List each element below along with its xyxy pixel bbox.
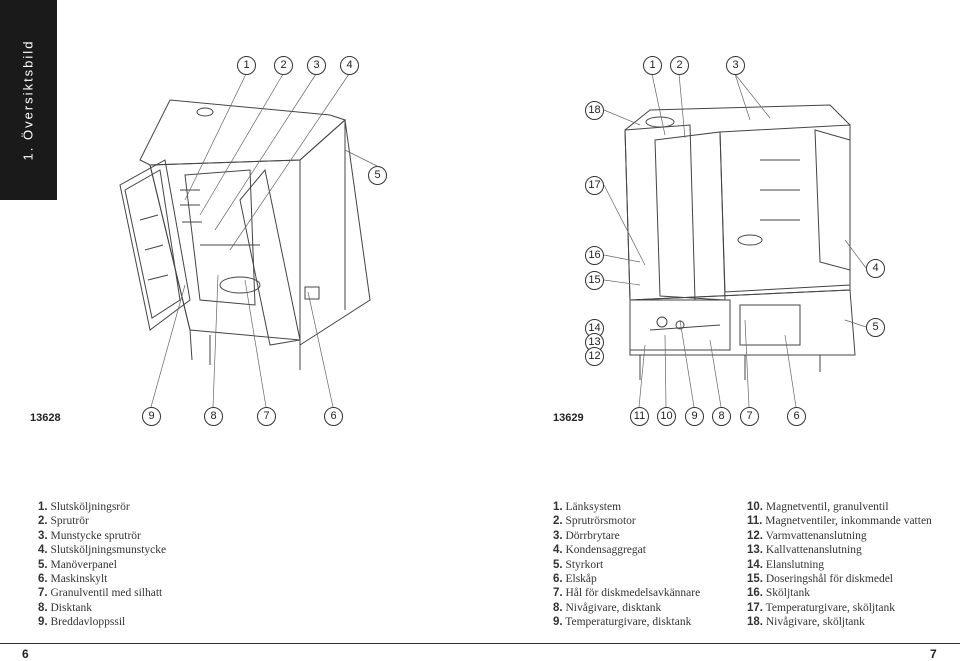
callout-right-8: 8: [712, 407, 731, 426]
callout-right-15: 15: [585, 271, 604, 290]
callout-right-9: 9: [685, 407, 704, 426]
list-item: 7. Granulventil med silhatt: [38, 587, 163, 600]
callout-left-7: 7: [257, 407, 276, 426]
list-item: 10. Magnetventil, granulventil: [747, 501, 889, 513]
callout-left-3: 3: [307, 56, 326, 75]
list-item: 12. Varmvattenanslutning: [747, 529, 867, 542]
list-item: 2. Sprutrör: [38, 515, 89, 528]
callout-right-17: 17: [585, 176, 604, 195]
parts-list-left: 1. Slutsköljningsrör 2. Sprutrör 3. Muns…: [38, 500, 166, 630]
list-item: 8. Disktank: [38, 601, 92, 614]
list-item: 14. Elanslutning: [747, 558, 825, 571]
callout-right-12: 12: [585, 347, 604, 366]
list-item: 13. Kallvattenanslutning: [747, 544, 862, 557]
list-item: 6. Elskåp: [553, 573, 597, 586]
callout-right-7: 7: [740, 407, 759, 426]
parts-list-right: 10. Magnetventil, granulventil 11. Magne…: [747, 500, 932, 630]
callout-right-10: 10: [657, 407, 676, 426]
callout-left-1: 1: [237, 56, 256, 75]
callout-left-5: 5: [368, 166, 387, 185]
list-item: 15. Doseringshål för diskmedel: [747, 573, 893, 586]
list-item: 9. Temperaturgivare, disktank: [553, 616, 692, 629]
callout-right-3: 3: [726, 56, 745, 75]
list-item: 3. Munstycke sprutrör: [38, 529, 141, 542]
list-item: 4. Kondensaggregat: [553, 544, 646, 557]
list-item: 2. Sprutrörsmotor: [553, 515, 636, 528]
callout-left-8: 8: [204, 407, 223, 426]
list-item: 6. Maskinskylt: [38, 573, 108, 586]
callout-left-2: 2: [274, 56, 293, 75]
list-item: 7. Hål för diskmedelsavkännare: [553, 587, 701, 600]
callout-right-11: 11: [630, 407, 649, 426]
list-item: 8. Nivågivare, disktank: [553, 601, 662, 614]
callout-right-5: 5: [866, 318, 885, 337]
list-item: 1. Slutsköljningsrör: [38, 501, 130, 513]
page-number-left: 6: [22, 647, 29, 661]
section-sidebar: 1. Översiktsbild: [0, 0, 57, 200]
callout-right-16: 16: [585, 246, 604, 265]
callout-right-18: 18: [585, 101, 604, 120]
list-item: 1. Länksystem: [553, 501, 622, 513]
figure-right-id: 13629: [553, 412, 584, 424]
list-item: 16. Sköljtank: [747, 587, 810, 600]
left-machine-drawing: [119, 99, 371, 370]
callout-left-9: 9: [142, 407, 161, 426]
list-item: 4. Slutsköljningsmunstycke: [38, 544, 167, 557]
list-item: 3. Dörrbrytare: [553, 529, 620, 542]
callout-right-6: 6: [787, 407, 806, 426]
callout-right-2: 2: [670, 56, 689, 75]
callout-right-4: 4: [866, 259, 885, 278]
list-item: 9. Breddavloppssil: [38, 616, 126, 629]
parts-list-middle: 1. Länksystem 2. Sprutrörsmotor 3. Dörrb…: [553, 500, 700, 630]
list-item: 5. Styrkort: [553, 558, 604, 571]
right-machine-drawing: [624, 104, 856, 380]
page-number-right: 7: [930, 647, 937, 661]
list-item: 17. Temperaturgivare, sköljtank: [747, 601, 895, 614]
callout-left-4: 4: [340, 56, 359, 75]
list-item: 11. Magnetventiler, inkommande vatten: [747, 515, 932, 528]
list-item: 5. Manöverpanel: [38, 558, 117, 571]
footer-divider: [0, 643, 960, 644]
callout-right-1: 1: [643, 56, 662, 75]
callout-left-6: 6: [324, 407, 343, 426]
figure-left-id: 13628: [30, 412, 61, 424]
list-item: 18. Nivågivare, sköljtank: [747, 616, 865, 629]
